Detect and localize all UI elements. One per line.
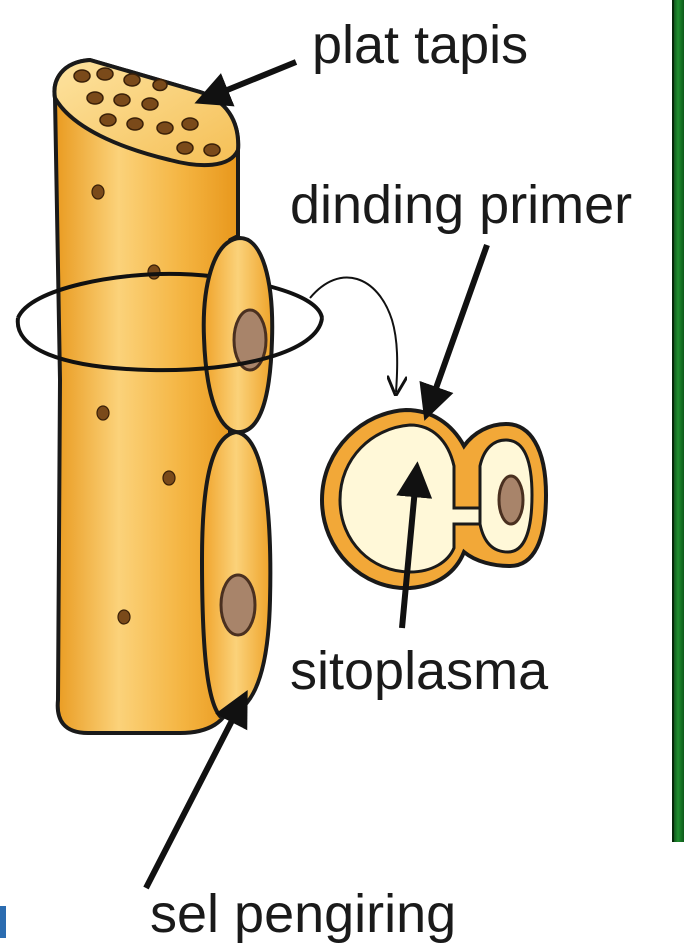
label-sitoplasma: sitoplasma [290,644,548,698]
label-sel-pengiring: sel pengiring [150,887,456,941]
curved-arrow-icon [310,278,397,392]
label-plat-tapis: plat tapis [312,18,528,72]
green-edge-bar [672,0,684,842]
corner-mark [0,906,6,938]
companion-cells [202,238,272,716]
arrow-icon [430,245,487,405]
label-dinding-primer: dinding primer [290,178,632,232]
cross-section [322,410,546,588]
arrow-icon [210,62,296,97]
companion-cross-nucleus [499,476,523,524]
companion-cell-lower-nucleus [221,575,255,635]
